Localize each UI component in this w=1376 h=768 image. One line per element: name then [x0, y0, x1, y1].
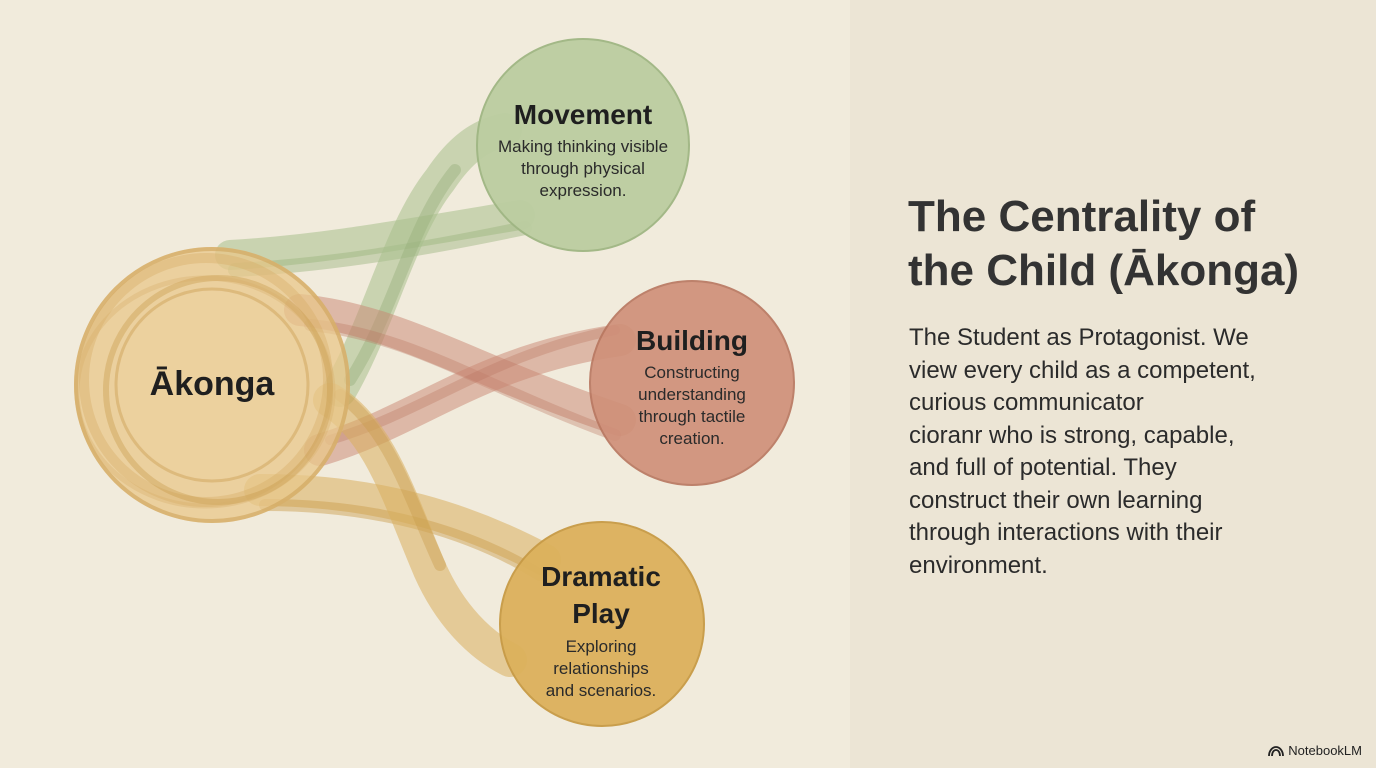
building-description-line: creation. — [659, 429, 725, 448]
movement-description-line: Making thinking visible — [497, 137, 669, 156]
building-description-line: understanding — [638, 385, 746, 404]
notebooklm-logo-icon — [1268, 745, 1285, 756]
dramatic-play-description-line: and scenarios. — [545, 681, 657, 700]
dramatic-play-title-line: Play — [572, 598, 630, 629]
slide-title-line: The Centrality of — [908, 192, 1256, 241]
movement-description-line: expression. — [539, 181, 627, 200]
movement-description-line: through physical — [521, 159, 645, 178]
body-line: The Student as Protagonist. We — [909, 324, 1249, 351]
body-line: cioranr who is strong, capable, — [909, 421, 1235, 449]
akonga-circle — [74, 247, 350, 523]
dramatic-play-description-line: Exploring — [565, 637, 637, 656]
slide-body: The Student as Protagonist. We view ever… — [909, 322, 1329, 582]
building-circle — [589, 280, 795, 486]
concept-diagram — [74, 38, 795, 727]
building-title: Building — [636, 325, 748, 356]
building-node: Building Constructing understanding thro… — [600, 324, 784, 450]
body-line: curious communicator — [909, 389, 1144, 416]
dramatic-play-title-line: Dramatic — [541, 561, 661, 592]
movement-circle — [476, 38, 690, 252]
movement-node: Movement Making thinking visible through… — [478, 98, 688, 202]
movement-title: Movement — [513, 99, 653, 130]
body-line: view every child as a competent, — [909, 356, 1256, 384]
dramatic-play-node: Dramatic Play Exploring relationships an… — [506, 562, 696, 702]
brand-watermark: NotebookLM — [1268, 743, 1362, 758]
brand-label: NotebookLM — [1288, 743, 1362, 758]
body-line: environment. — [909, 551, 1048, 579]
slide-title: The Centrality of the Child (Ākonga) — [908, 190, 1348, 298]
dramatic-play-description-line: relationships — [553, 659, 649, 678]
dramatic-play-circle — [499, 521, 705, 727]
akonga-label: Ākonga — [149, 365, 275, 403]
slide-title-line: the Child (Ākonga) — [908, 246, 1300, 295]
body-line: construct their own learning — [909, 486, 1203, 514]
building-description-line: through tactile — [638, 407, 746, 426]
ribbon-dramatic-play — [244, 383, 561, 677]
body-line: and full of potential. They — [909, 454, 1177, 481]
text-panel — [850, 0, 1376, 768]
building-description-line: Constructing — [644, 363, 740, 382]
body-line: through interactions with their — [909, 519, 1223, 546]
